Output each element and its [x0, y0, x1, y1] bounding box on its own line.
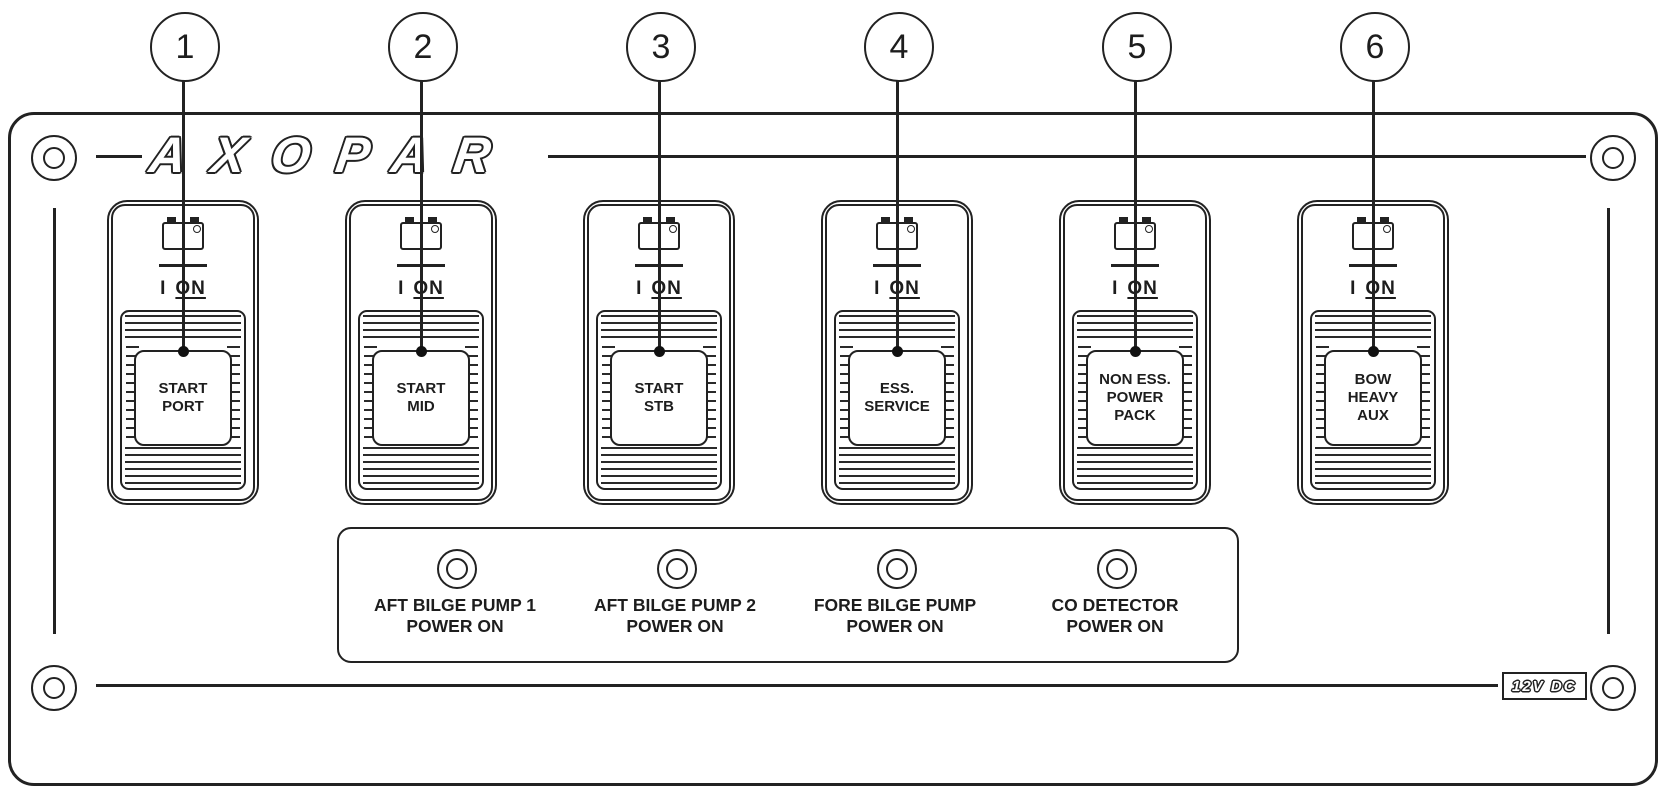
- led-aft-bilge-pump-1: [437, 549, 477, 589]
- led-lens: [446, 558, 468, 580]
- callout-1: 1: [150, 12, 220, 82]
- switch-label-plate: START PORT: [134, 350, 232, 446]
- callout-dot-1: [178, 346, 189, 357]
- screw-hole: [43, 147, 65, 169]
- voltage-badge: 12V DC: [1502, 672, 1587, 700]
- rocker-grip-bottom: [1315, 447, 1431, 485]
- callout-dot-5: [1130, 346, 1141, 357]
- callout-3: 3: [626, 12, 696, 82]
- position-on: ON: [1127, 278, 1158, 299]
- right-rail: [1607, 208, 1610, 634]
- callout-line-3: [658, 78, 661, 351]
- battery-terminal-dot: [1145, 225, 1153, 233]
- callout-line-2: [420, 78, 423, 351]
- brand-logo: AXOPAR: [146, 127, 521, 183]
- led-lens: [666, 558, 688, 580]
- callout-2: 2: [388, 12, 458, 82]
- indicator-label-aft-bilge-pump-2: AFT BILGE PUMP 2 POWER ON: [593, 595, 757, 637]
- position-i: I: [874, 278, 881, 299]
- rocker-grip-bottom: [601, 447, 717, 485]
- led-lens: [1106, 558, 1128, 580]
- led-lens: [886, 558, 908, 580]
- callout-4: 4: [864, 12, 934, 82]
- callout-dot-6: [1368, 346, 1379, 357]
- screw-hole: [1602, 677, 1624, 699]
- switch-label-plate: START MID: [372, 350, 470, 446]
- top-rule-right: [548, 155, 1586, 158]
- callout-6: 6: [1340, 12, 1410, 82]
- position-i: I: [1350, 278, 1357, 299]
- battery-terminal-dot: [431, 225, 439, 233]
- corner-screw-top-left: [31, 135, 77, 181]
- position-on: ON: [651, 278, 682, 299]
- battery-terminal-dot: [669, 225, 677, 233]
- battery-terminal-dot: [907, 225, 915, 233]
- left-rail: [53, 208, 56, 634]
- switch-label-plate: ESS. SERVICE: [848, 350, 946, 446]
- rocker-grip-bottom: [839, 447, 955, 485]
- callout-number: 3: [651, 27, 671, 66]
- indicator-subpanel: [337, 527, 1239, 663]
- led-fore-bilge-pump: [877, 549, 917, 589]
- corner-screw-bottom-left: [31, 665, 77, 711]
- callout-dot-2: [416, 346, 427, 357]
- corner-screw-bottom-right: [1590, 665, 1636, 711]
- position-on: ON: [1365, 278, 1396, 299]
- callout-line-4: [896, 78, 899, 351]
- screw-hole: [43, 677, 65, 699]
- switch-label-plate: START STB: [610, 350, 708, 446]
- callout-number: 2: [413, 27, 433, 66]
- callout-number: 1: [175, 27, 195, 66]
- callout-5: 5: [1102, 12, 1172, 82]
- rocker-grip-bottom: [125, 447, 241, 485]
- battery-terminal-dot: [1383, 225, 1391, 233]
- top-rule-left: [96, 155, 142, 158]
- callout-line-6: [1372, 78, 1375, 351]
- position-on: ON: [889, 278, 920, 299]
- indicator-label-aft-bilge-pump-1: AFT BILGE PUMP 1 POWER ON: [373, 595, 537, 637]
- rocker: START STB: [596, 310, 722, 490]
- position-i: I: [398, 278, 405, 299]
- bottom-rule: [96, 684, 1498, 687]
- corner-screw-top-right: [1590, 135, 1636, 181]
- rocker-grip-bottom: [363, 447, 479, 485]
- callout-dot-3: [654, 346, 665, 357]
- switch-label-plate: NON ESS. POWER PACK: [1086, 350, 1184, 446]
- indicator-label-fore-bilge-pump: FORE BILGE PUMP POWER ON: [813, 595, 977, 637]
- battery-terminal-dot: [193, 225, 201, 233]
- callout-number: 4: [889, 27, 909, 66]
- indicator-label-co-detector: CO DETECTOR POWER ON: [1051, 595, 1179, 637]
- position-i: I: [636, 278, 643, 299]
- position-on: ON: [175, 278, 206, 299]
- screw-hole: [1602, 147, 1624, 169]
- position-i: I: [160, 278, 167, 299]
- callout-line-5: [1134, 78, 1137, 351]
- callout-line-1: [182, 78, 185, 351]
- position-on: ON: [413, 278, 444, 299]
- position-i: I: [1112, 278, 1119, 299]
- led-co-detector: [1097, 549, 1137, 589]
- callout-number: 5: [1127, 27, 1147, 66]
- led-aft-bilge-pump-2: [657, 549, 697, 589]
- callout-dot-4: [892, 346, 903, 357]
- callout-number: 6: [1365, 27, 1385, 66]
- switch-label-plate: BOW HEAVY AUX: [1324, 350, 1422, 446]
- rocker-grip-bottom: [1077, 447, 1193, 485]
